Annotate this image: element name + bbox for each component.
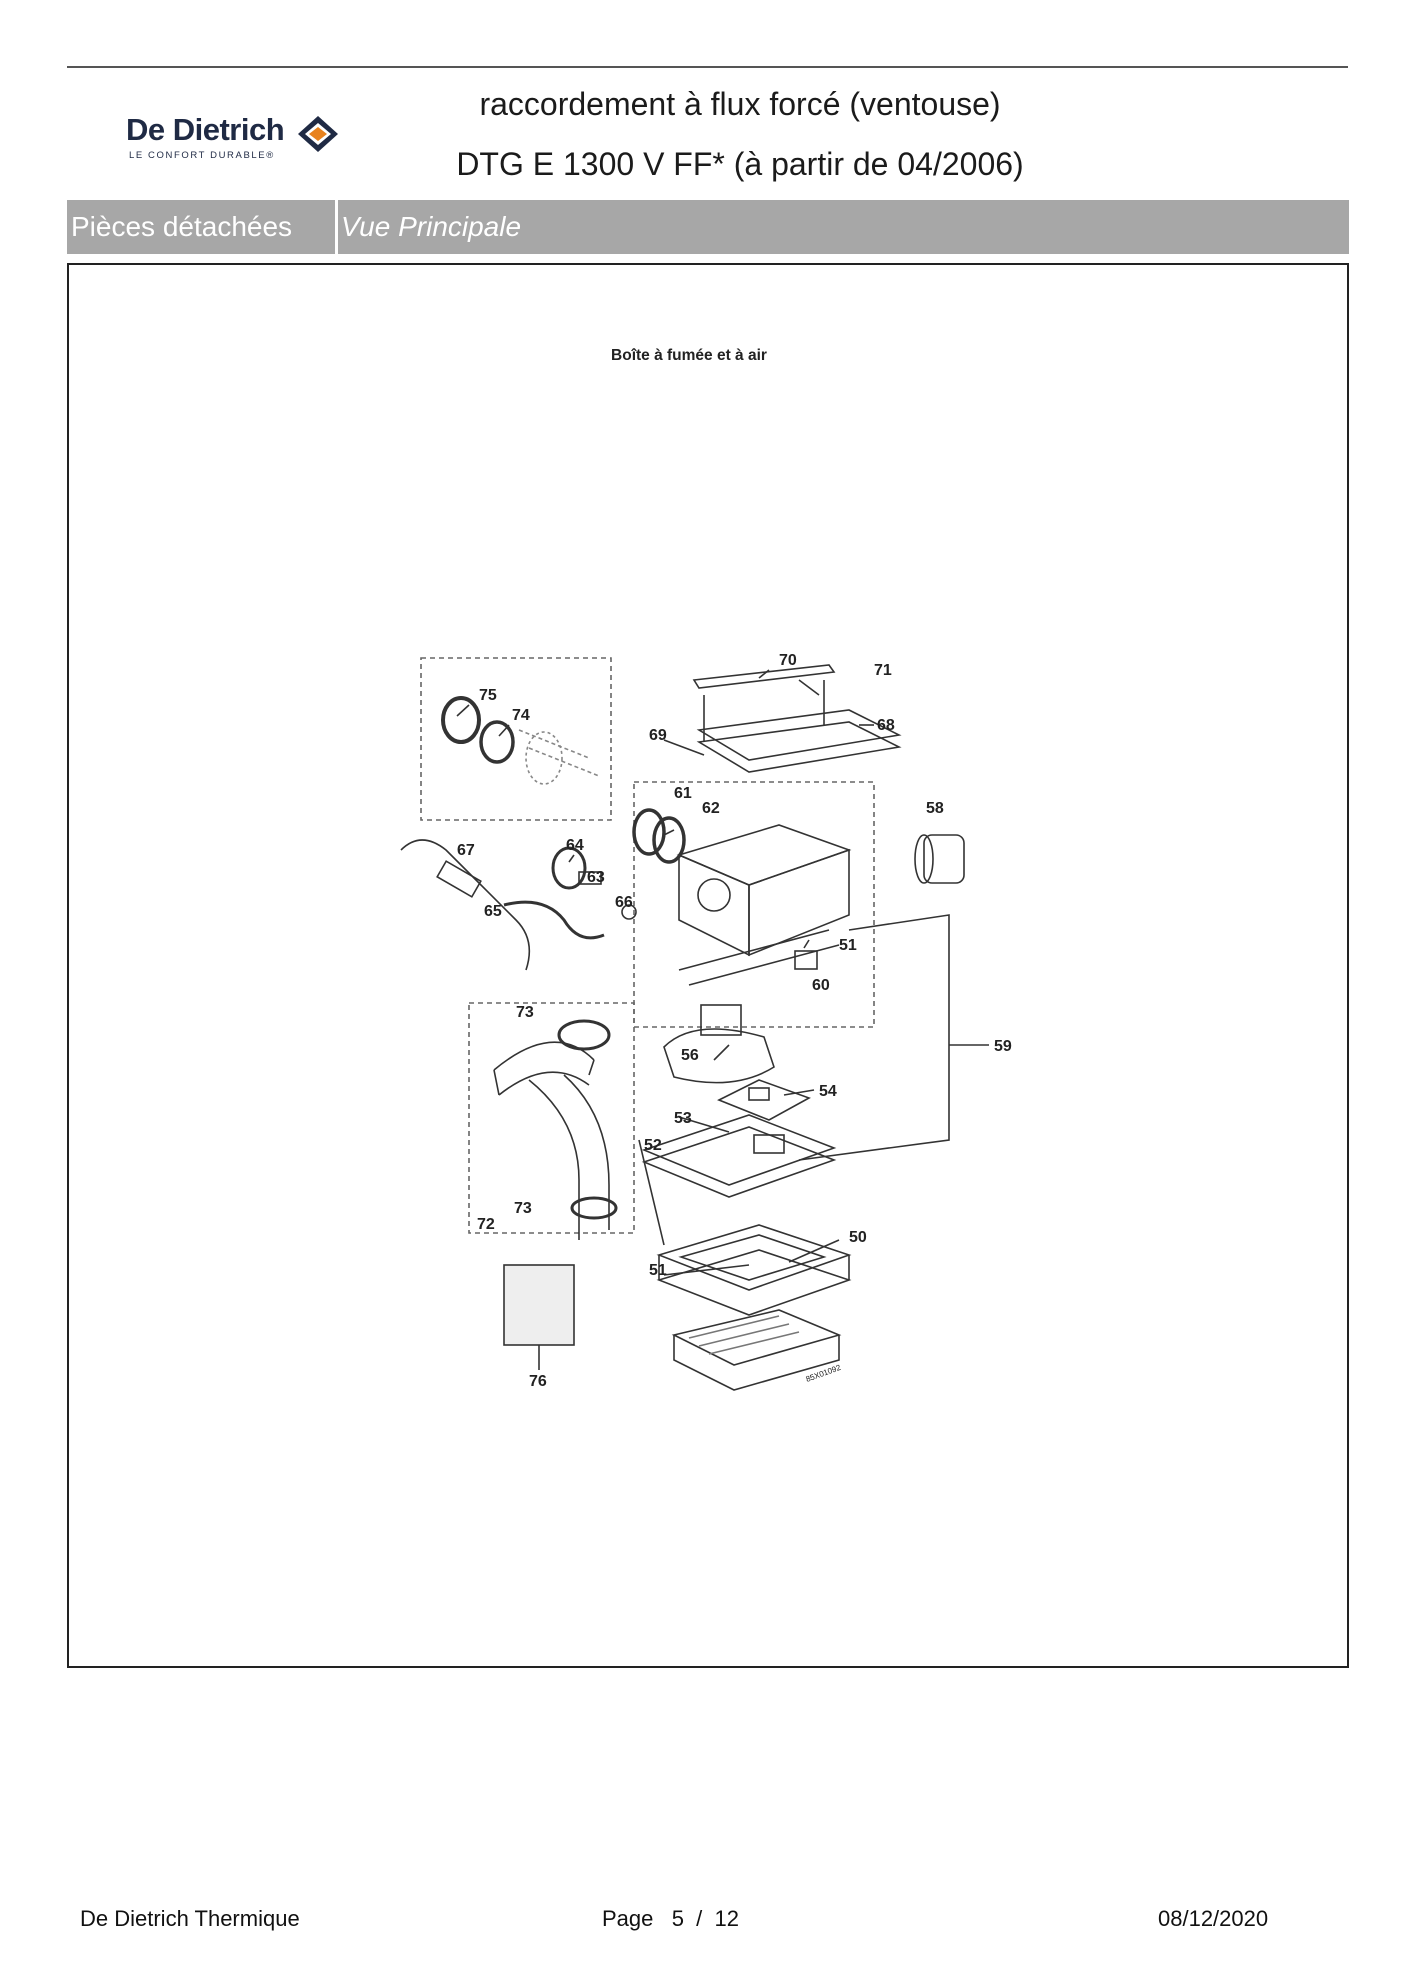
brand-logo: De Dietrich LE CONFORT DURABLE® bbox=[126, 108, 346, 168]
svg-text:56: 56 bbox=[681, 1047, 699, 1064]
svg-text:68: 68 bbox=[877, 717, 895, 734]
svg-text:71: 71 bbox=[874, 662, 892, 679]
svg-text:67: 67 bbox=[457, 842, 475, 859]
view-label: Vue Principale bbox=[341, 211, 522, 242]
svg-text:60: 60 bbox=[812, 977, 830, 994]
svg-text:59: 59 bbox=[994, 1038, 1012, 1055]
svg-text:73: 73 bbox=[514, 1200, 532, 1217]
document-title: raccordement à flux forcé (ventouse) bbox=[479, 86, 1001, 122]
diamond-logo-icon bbox=[298, 116, 338, 152]
band-divider bbox=[335, 200, 338, 254]
svg-text:65: 65 bbox=[484, 903, 502, 920]
page-number: Page 5 / 12 bbox=[602, 1906, 739, 1931]
svg-text:50: 50 bbox=[849, 1229, 867, 1246]
figure-frame: Boîte à fumée et à air bbox=[67, 263, 1349, 1668]
svg-text:51: 51 bbox=[649, 1262, 667, 1279]
svg-text:72: 72 bbox=[477, 1216, 495, 1233]
section-label: Pièces détachées bbox=[71, 211, 293, 242]
svg-text:52: 52 bbox=[644, 1137, 662, 1154]
svg-text:69: 69 bbox=[649, 727, 667, 744]
svg-text:76: 76 bbox=[529, 1373, 547, 1390]
svg-text:53: 53 bbox=[674, 1110, 692, 1127]
svg-text:58: 58 bbox=[926, 800, 944, 817]
svg-text:74: 74 bbox=[512, 707, 530, 724]
brand-tagline: LE CONFORT DURABLE® bbox=[129, 150, 275, 161]
svg-text:70: 70 bbox=[779, 652, 797, 669]
figure-title: Boîte à fumée et à air bbox=[611, 347, 767, 364]
exploded-parts-diagram: 75 74 70 71 68 69 61 62 58 67 64 63 65 6… bbox=[400, 652, 1012, 1391]
footer-company: De Dietrich Thermique bbox=[80, 1906, 300, 1931]
svg-text:54: 54 bbox=[819, 1083, 837, 1100]
svg-text:73: 73 bbox=[516, 1004, 534, 1021]
svg-text:61: 61 bbox=[674, 785, 692, 802]
footer-date: 08/12/2020 bbox=[1158, 1906, 1269, 1931]
svg-text:85X01092: 85X01092 bbox=[805, 1363, 843, 1384]
svg-text:75: 75 bbox=[479, 687, 497, 704]
svg-text:63: 63 bbox=[587, 869, 605, 886]
document-subtitle: DTG E 1300 V FF* (à partir de 04/2006) bbox=[456, 146, 1024, 182]
brand-name: De Dietrich bbox=[126, 112, 285, 147]
svg-text:51: 51 bbox=[839, 937, 857, 954]
svg-text:66: 66 bbox=[615, 894, 633, 911]
header-rule bbox=[67, 66, 1348, 68]
section-band: Pièces détachées Vue Principale bbox=[67, 200, 1349, 254]
svg-text:62: 62 bbox=[702, 800, 720, 817]
svg-text:64: 64 bbox=[566, 837, 584, 854]
